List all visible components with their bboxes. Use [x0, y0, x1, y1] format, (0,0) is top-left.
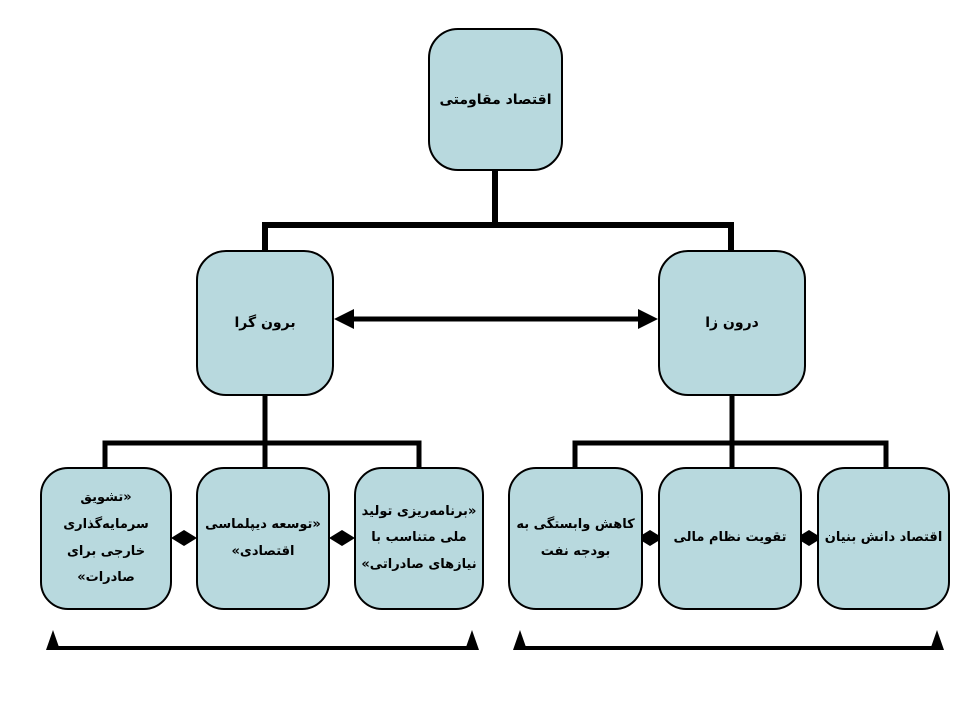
- arrow-right-icon: [638, 309, 658, 329]
- diamond-link-icon: [329, 530, 355, 546]
- node-reduce-oil-budget-dependency: کاهش وابستگی به بودجه نفت: [508, 467, 643, 610]
- node-label-line: خارجی برای: [66, 543, 146, 559]
- node-label-line: اقتصاد دانش بنیان: [824, 530, 943, 546]
- arrow-up-icon: [513, 630, 527, 650]
- node-label-line: صادرات»: [77, 570, 135, 586]
- edge-left-subtree-bracket: [102, 440, 422, 468]
- node-strengthen-financial-system: تقویت نظام مالی: [658, 467, 802, 610]
- arrow-left-icon: [334, 309, 354, 329]
- diamond-link-icon: [637, 530, 663, 546]
- node-label-line: «توسعه دیپلماسی: [205, 516, 321, 532]
- node-label: درون زا: [705, 315, 759, 331]
- node-national-production-planning: «برنامه‌ریزی تولید ملی متناسب با نیازهای…: [354, 467, 484, 610]
- edge-level2-bracket: [262, 222, 734, 252]
- node-label-line: اقتصادی»: [231, 543, 295, 559]
- node-label-line: ملی متناسب با: [371, 530, 467, 546]
- node-resistance-economy: اقتصاد مقاومتی: [428, 28, 563, 171]
- node-endogenous: درون زا: [658, 250, 806, 396]
- node-encourage-foreign-investment: «تشویق سرمایه‌گذاری خارجی برای صادرات»: [40, 467, 172, 610]
- diamond-link-icon: [171, 530, 197, 546]
- node-label: برون گرا: [234, 315, 296, 331]
- arrow-up-icon: [465, 630, 479, 650]
- arrow-up-icon: [930, 630, 944, 650]
- node-knowledge-based-economy: اقتصاد دانش بنیان: [817, 467, 950, 610]
- node-label-line: «برنامه‌ریزی تولید: [361, 503, 477, 519]
- node-label-line: تقویت نظام مالی: [673, 530, 787, 546]
- node-economic-diplomacy-development: «توسعه دیپلماسی اقتصادی»: [196, 467, 330, 610]
- node-label-line: کاهش وابستگی به: [516, 516, 635, 532]
- node-label-line: سرمایه‌گذاری: [63, 516, 149, 532]
- node-label-line: «تشویق: [80, 490, 132, 506]
- arrow-up-icon: [46, 630, 60, 650]
- node-label-line: بودجه نفت: [540, 543, 611, 559]
- node-outward-oriented: برون گرا: [196, 250, 334, 396]
- node-label: اقتصاد مقاومتی: [439, 91, 552, 108]
- node-label-line: نیازهای صادراتی»: [361, 556, 477, 572]
- diamond-link-icon: [796, 530, 822, 546]
